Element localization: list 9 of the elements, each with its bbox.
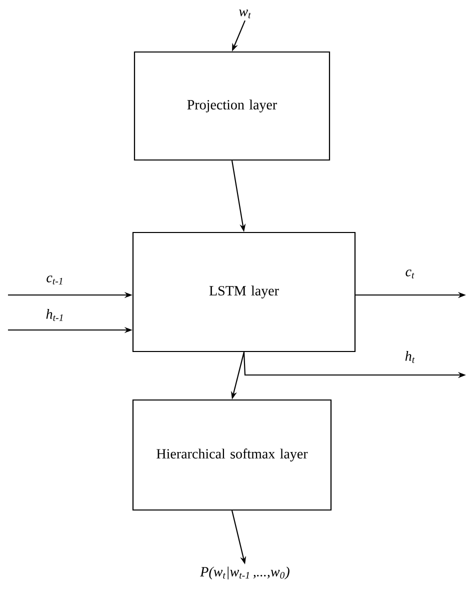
edge-label: c$_{t}$ [404, 268, 416, 280]
layer-box: Hierarchical softmax layer [132, 399, 332, 511]
edge-label: c$_{t-1}$ [45, 274, 65, 286]
edge-label: h$_{t-1}$ [44, 308, 66, 322]
layer-box: Projection layer [134, 51, 330, 161]
layer-box: LSTM layer [132, 232, 356, 352]
edge-label: h$_{t}$ [404, 350, 416, 364]
math-label: w$_{t}$ [239, 10, 251, 18]
math-label: P(w$_{t}$|w$_{t-1}$ ,...,w$_{0}$) [200, 566, 290, 580]
